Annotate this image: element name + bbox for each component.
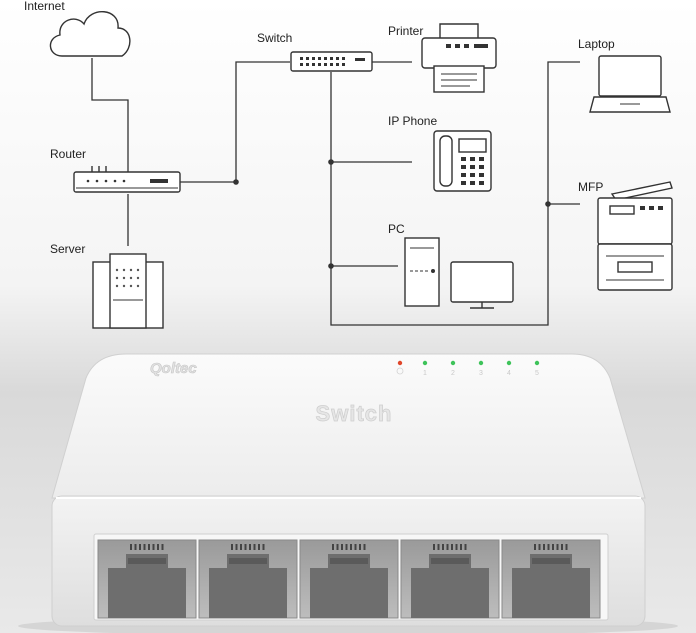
status-leds (396, 360, 540, 375)
product-name: Switch (316, 401, 393, 426)
rj45-port (501, 539, 601, 619)
rj45-port (198, 539, 298, 619)
led-label-4: 4 (507, 370, 511, 377)
rj45-port (299, 539, 399, 619)
rj45-port (400, 539, 500, 619)
port-led (506, 360, 512, 366)
port-led (478, 360, 484, 366)
pc-icon (404, 237, 514, 309)
led-label-1: 1 (423, 370, 427, 377)
router-icon (73, 166, 181, 193)
junction-dot (545, 201, 551, 207)
ip-phone-icon (433, 130, 492, 192)
led-label-5: 5 (535, 370, 539, 377)
laptop-icon (589, 55, 671, 113)
junction-dot (328, 263, 334, 269)
label-ip-phone: IP Phone (388, 114, 437, 128)
switch-icon (290, 51, 373, 72)
wire-internet-router (91, 58, 129, 172)
server-icon (92, 253, 164, 329)
label-laptop: Laptop (578, 37, 615, 51)
mfp-icon (597, 181, 673, 291)
junction-dot (233, 179, 239, 185)
wire-router-switch (180, 61, 290, 183)
connection-lines (91, 58, 580, 326)
label-switch: Switch (257, 31, 292, 45)
power-led (397, 360, 403, 366)
rj45-ports (97, 539, 601, 619)
label-router: Router (50, 147, 86, 161)
port-led (422, 360, 428, 366)
switch-product-photo: Qoltec Switch 1 2 3 4 5 (18, 353, 678, 633)
junction-dot (328, 159, 334, 165)
wire-switch-trunk (330, 61, 580, 326)
port-led (534, 360, 540, 366)
cloud-icon (49, 10, 131, 57)
label-printer: Printer (388, 24, 423, 38)
label-mfp: MFP (578, 180, 603, 194)
port-led (450, 360, 456, 366)
power-icon (396, 367, 404, 375)
label-server: Server (50, 242, 85, 256)
rj45-port (97, 539, 197, 619)
label-internet: Internet (24, 0, 65, 13)
label-pc: PC (388, 222, 405, 236)
brand-logo: Qoltec (150, 360, 197, 377)
printer-icon (421, 23, 497, 93)
led-label-2: 2 (451, 370, 455, 377)
server-dots (115, 268, 140, 288)
led-label-3: 3 (479, 370, 483, 377)
